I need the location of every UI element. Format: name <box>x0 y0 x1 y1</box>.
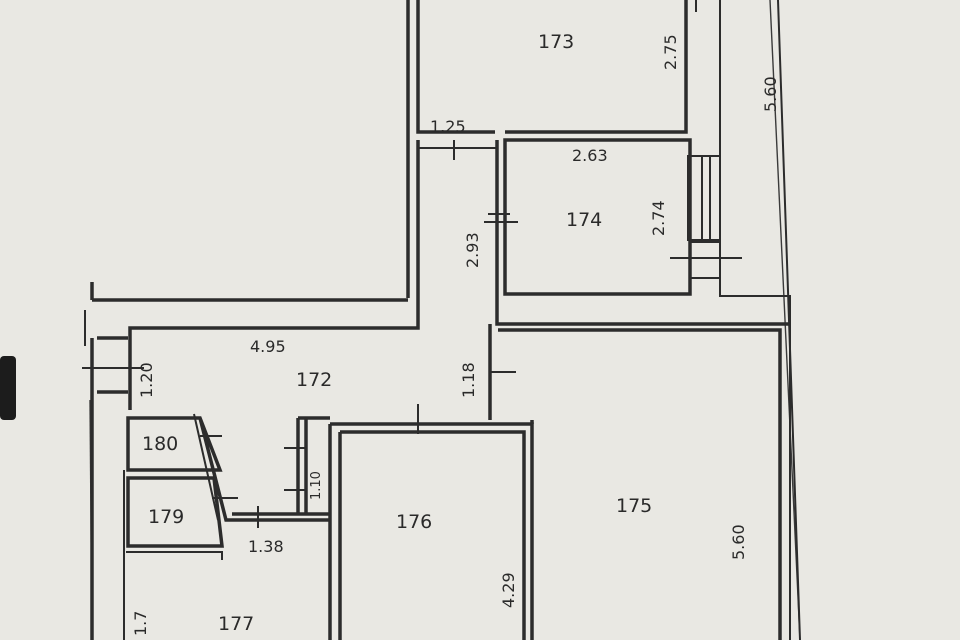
dimension-172-width: 4.95 <box>250 337 286 356</box>
window-174 <box>670 155 742 279</box>
dimension-172-118: 1.18 <box>459 362 478 398</box>
wall-172-inner <box>82 310 144 369</box>
room-label: 179 <box>148 506 184 528</box>
dimension-176: 4.29 <box>499 572 518 608</box>
dimension-labels: 2.75 5.60 1.25 2.63 2.74 2.93 4.95 1.20 … <box>131 34 780 636</box>
room-177[interactable]: 177 <box>218 613 254 635</box>
door-marks <box>200 140 518 528</box>
dimension-door-125: 1.25 <box>430 117 466 136</box>
dimension-closet: 1.10 <box>309 471 324 500</box>
room-173[interactable]: 173 <box>538 31 574 53</box>
wall-180-179 <box>126 416 330 548</box>
wall-outer-right <box>719 0 801 640</box>
room-172[interactable]: 172 <box>296 369 332 391</box>
room-label: 175 <box>616 495 652 517</box>
dimension-179: 1.38 <box>248 537 284 556</box>
binder-clip <box>0 356 16 420</box>
dimension-173-height: 2.75 <box>661 34 680 70</box>
room-label: 176 <box>396 511 432 533</box>
room-label: 172 <box>296 369 332 391</box>
room-label: 180 <box>142 433 178 455</box>
walls <box>82 0 801 640</box>
wall-172 <box>90 140 790 640</box>
paper-fold-line <box>769 0 801 640</box>
dimension-corridor: 2.93 <box>463 232 482 268</box>
room-180[interactable]: 180 <box>142 433 178 455</box>
dimension-177-side: 1.7 <box>131 611 150 636</box>
dimension-174-height: 2.74 <box>649 200 668 236</box>
wall-175 <box>498 328 782 640</box>
dimension-outer-top: 5.60 <box>761 76 780 112</box>
room-label: 173 <box>538 31 574 53</box>
room-176[interactable]: 176 <box>396 511 432 533</box>
room-label: 174 <box>566 209 602 231</box>
room-175[interactable]: 175 <box>616 495 652 517</box>
dimension-174-width: 2.63 <box>572 146 608 165</box>
dimension-175: 5.60 <box>729 524 748 560</box>
wall-173-inner <box>685 0 697 130</box>
room-174[interactable]: 174 <box>566 209 602 231</box>
dimension-172-120: 1.20 <box>137 362 156 398</box>
room-label: 177 <box>218 613 254 635</box>
wall-180-179-inner <box>123 413 223 640</box>
wall-closet <box>296 416 330 514</box>
room-179[interactable]: 179 <box>148 506 184 528</box>
